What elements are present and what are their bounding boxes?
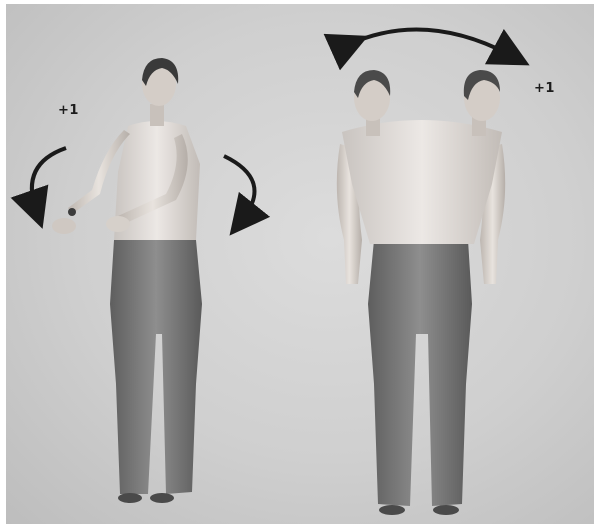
double-headed-arc-arrow-icon (350, 30, 512, 56)
wrist-watch-icon (68, 208, 76, 216)
left-figure-shoe-right (150, 493, 174, 503)
curved-arrow-right-down-icon (224, 156, 254, 220)
right-panel-score: +1 (534, 81, 555, 96)
left-figure-shoe-left (118, 493, 142, 503)
figure-photo: +1 +1 (6, 4, 594, 524)
left-figure (52, 58, 202, 503)
right-figure (337, 70, 505, 515)
exercise-illustration (6, 4, 594, 524)
left-panel-score: +1 (58, 103, 79, 118)
left-figure-hand-left (52, 218, 76, 234)
right-figure-torso (342, 120, 502, 244)
left-figure-neck (150, 104, 164, 126)
right-figure-shoe-left (379, 505, 405, 515)
right-figure-shoe-right (433, 505, 459, 515)
left-figure-hand-right (106, 216, 130, 232)
curved-arrow-left-down-icon (32, 148, 66, 210)
left-figure-pants (110, 240, 202, 494)
right-figure-pants (368, 240, 472, 506)
